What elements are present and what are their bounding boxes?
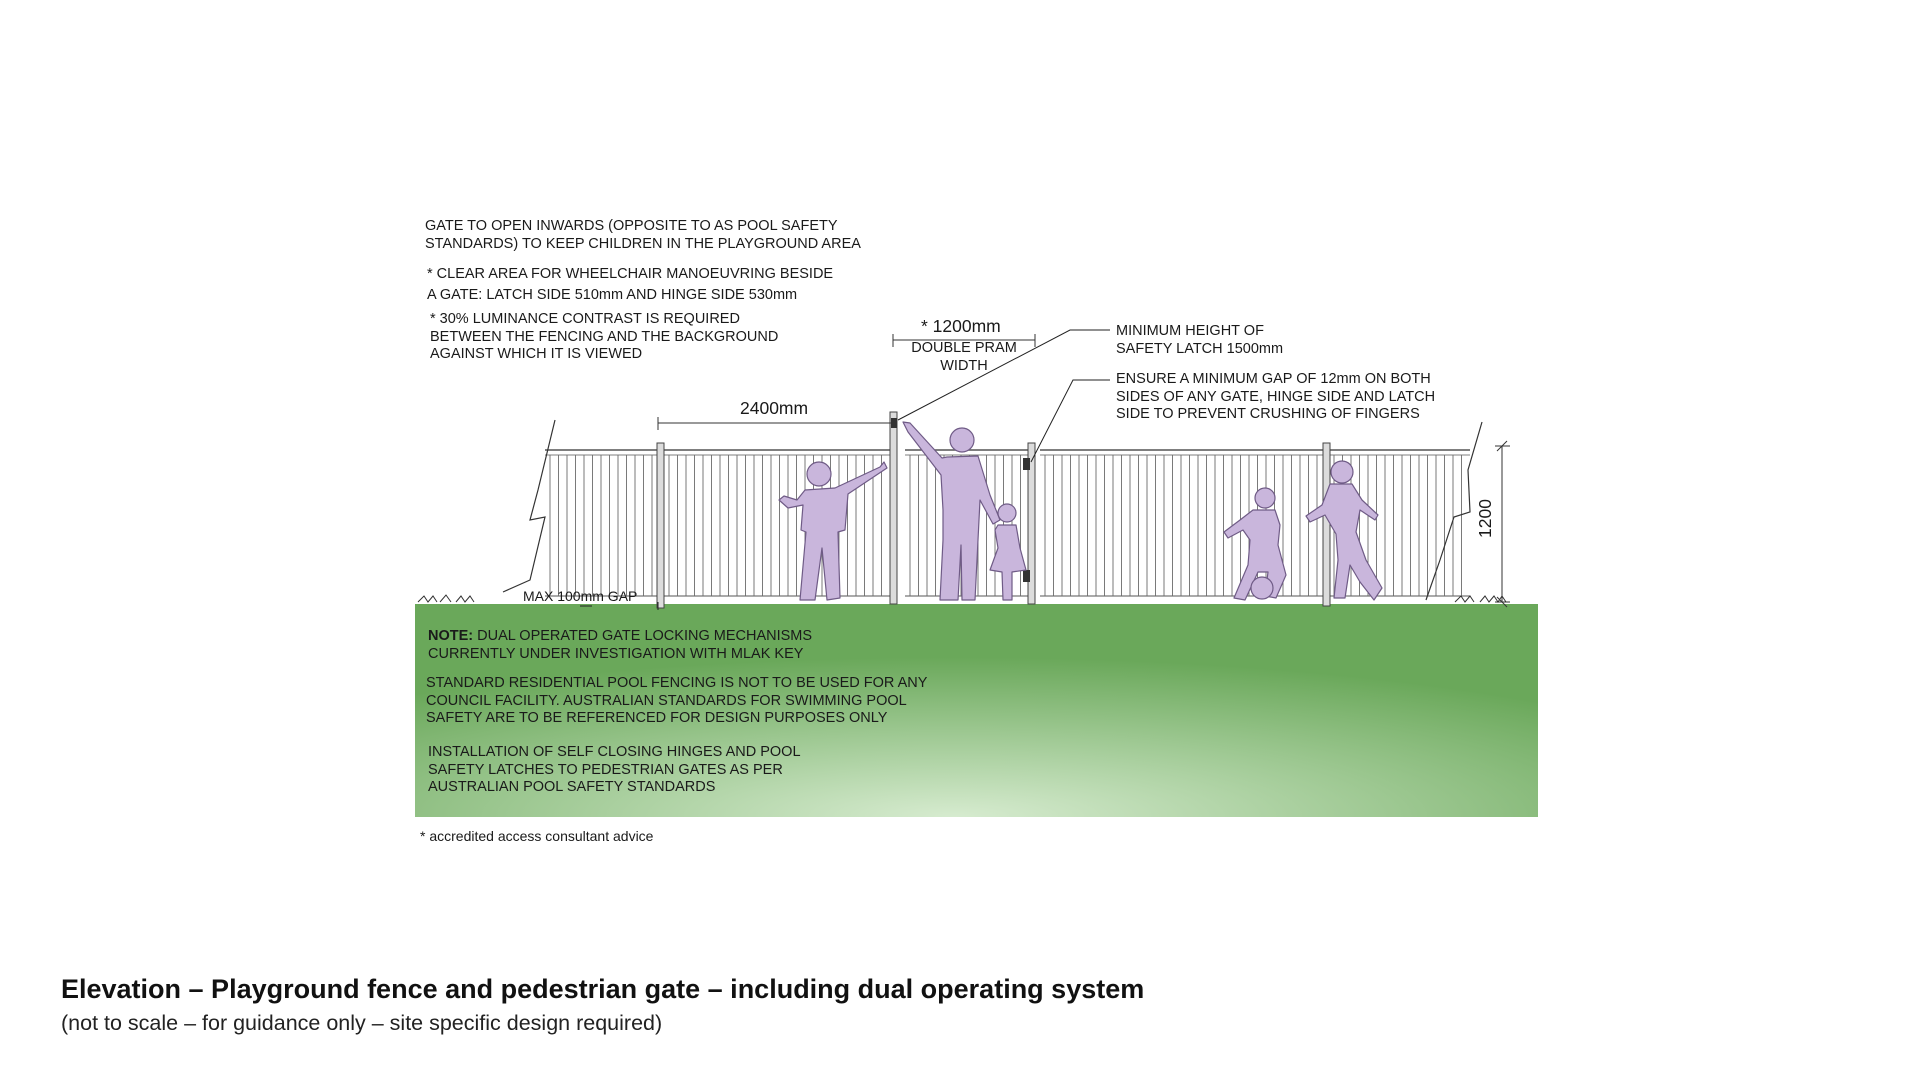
left-break-line xyxy=(502,419,556,593)
ball xyxy=(1250,576,1274,600)
latch-top xyxy=(891,418,897,428)
ground-grass-left xyxy=(417,594,475,603)
max-gap-note: MAX 100mm GAP xyxy=(523,588,638,604)
adult-head xyxy=(949,427,975,453)
fence-height-label: 1200 xyxy=(1474,499,1495,538)
leader-lines xyxy=(580,329,1110,610)
child-reaching-head xyxy=(806,461,832,487)
caption-subtitle: (not to scale – for guidance only – site… xyxy=(61,1011,663,1035)
panel-width-dimension-line xyxy=(657,417,893,430)
fence-post xyxy=(656,442,665,609)
gate-latch xyxy=(1023,458,1030,470)
child-ball-head xyxy=(1254,487,1276,509)
small-child-head xyxy=(997,503,1017,523)
gate-width-label: * 1200mm xyxy=(921,316,1001,336)
height-dimension-line xyxy=(1495,440,1510,608)
ground-band xyxy=(415,604,1538,817)
gate-open-note: GATE TO OPEN INWARDS (OPPOSITE TO AS POO… xyxy=(425,218,861,252)
gate-width-dimension-line xyxy=(892,334,1036,347)
fence-post xyxy=(1322,442,1331,607)
fence-post xyxy=(1027,442,1036,605)
child-running-head xyxy=(1330,460,1354,484)
child-reaching-body xyxy=(778,461,888,601)
panel-width-label: 2400mm xyxy=(740,398,809,418)
fence-post xyxy=(889,411,898,605)
clear-area-note: * CLEAR AREA FOR WHEELCHAIR MANOEUVRING … xyxy=(427,266,834,303)
people-figures xyxy=(778,421,1383,601)
locking-mechanism-note: NOTE: DUAL OPERATED GATE LOCKING MECHANI… xyxy=(428,628,813,662)
caption-title: Elevation – Playground fence and pedestr… xyxy=(61,974,1145,1004)
footnote: * accredited access consultant advice xyxy=(420,828,654,844)
note-prefix: NOTE: xyxy=(428,628,474,644)
adult-body xyxy=(902,421,1001,601)
gate-hinge xyxy=(1023,570,1030,582)
right-break-line xyxy=(1425,421,1483,601)
standard-fencing-note: STANDARD RESIDENTIAL POOL FENCING IS NOT… xyxy=(426,675,928,726)
note-rest: DUAL OPERATED GATE LOCKING MECHANISMS xyxy=(473,628,813,644)
small-child-body xyxy=(989,524,1027,601)
installation-note: INSTALLATION OF SELF CLOSING HINGES AND … xyxy=(428,744,801,795)
child-running-body xyxy=(1305,483,1383,601)
